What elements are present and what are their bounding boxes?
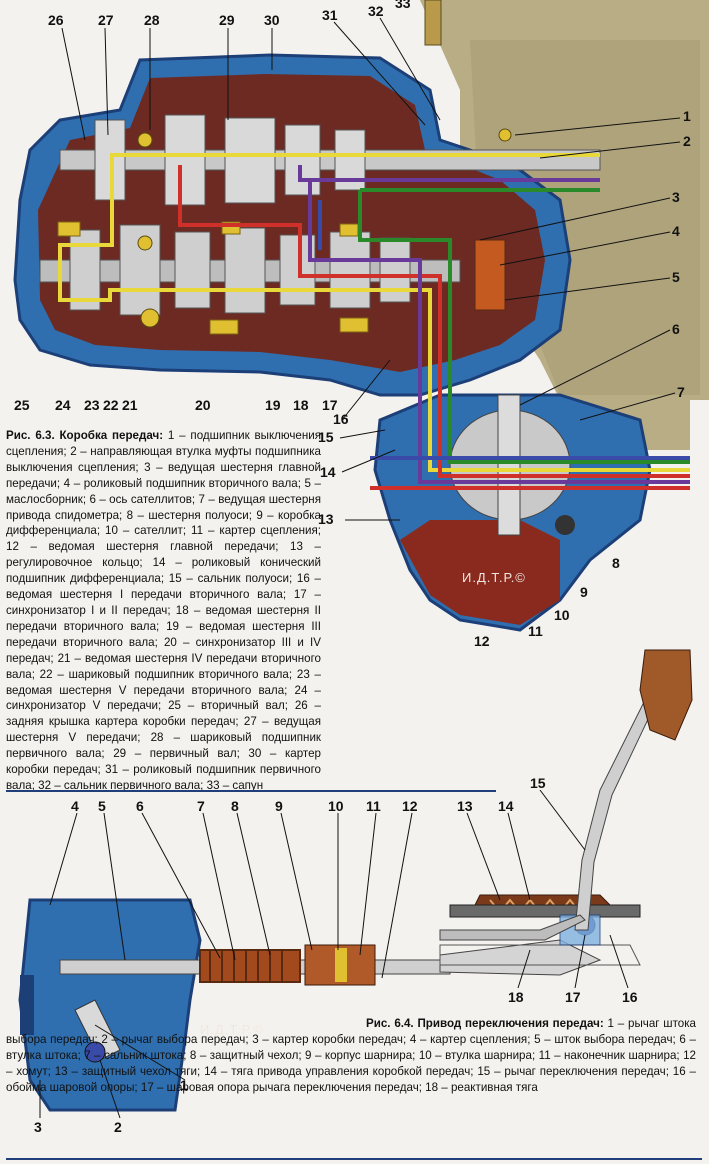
- callout-10: 10: [554, 607, 570, 623]
- fig1-caption-body: 1 – подшипник выключения сцепления; 2 – …: [6, 429, 321, 792]
- callout-f2-3: 3: [34, 1119, 42, 1135]
- callout-3: 3: [672, 189, 680, 205]
- clutch-housing-fig2: [20, 975, 34, 1035]
- callout-12: 12: [474, 633, 490, 649]
- speedometer-gear: [555, 515, 575, 535]
- lever-mount: [449, 904, 641, 918]
- callout-15: 15: [318, 429, 334, 445]
- callout-4: 4: [672, 223, 680, 239]
- callout-32: 32: [368, 3, 384, 19]
- callout-16: 16: [333, 411, 349, 427]
- callout-9: 9: [580, 584, 588, 600]
- callout-8: 8: [612, 555, 620, 571]
- callout-33: 33: [395, 0, 411, 11]
- callout-f2-10: 10: [328, 798, 344, 814]
- gearbox-housing-fig2: [18, 898, 202, 1112]
- callout-f2-8: 8: [231, 798, 239, 814]
- reaction-rod: [439, 914, 586, 941]
- fig2-caption-title: Рис. 6.4. Привод переключения передач:: [366, 1017, 604, 1030]
- callout-7: 7: [677, 384, 685, 400]
- callout-26: 26: [48, 12, 64, 28]
- gear-stack-lower: [69, 224, 411, 316]
- shift-knob: [639, 649, 693, 741]
- callout-19: 19: [265, 397, 281, 413]
- gear-stack-upper: [94, 114, 366, 206]
- callout-13: 13: [318, 511, 334, 527]
- fig1-caption-title: Рис. 6.3. Коробка передач:: [6, 429, 164, 442]
- callout-f2-7: 7: [197, 798, 205, 814]
- callout-17: 17: [322, 397, 338, 413]
- fig2-caption-body: 1 – рычаг штока выбора передач; 2 – рыча…: [6, 1017, 696, 1094]
- callout-6: 6: [672, 321, 680, 337]
- callout-f2-11: 11: [366, 798, 381, 814]
- callout-f2-5: 5: [98, 798, 106, 814]
- protective-boot: [199, 949, 301, 983]
- callout-2: 2: [683, 133, 691, 149]
- callouts-fig1: 26 27 28 29 30 31 32 33 1 2 3 4 5 6 7 8 …: [14, 0, 691, 649]
- callout-leaders-fig2: [39, 789, 629, 1119]
- power-flow-lines: [58, 153, 690, 490]
- callouts-fig2: 4 5 6 7 8 9 10 11 12 13 14 15 16 17 18 1…: [34, 775, 638, 1135]
- callout-f2-4: 4: [71, 798, 79, 814]
- callout-f2-14: 14: [498, 798, 514, 814]
- fig1-caption: Рис. 6.3. Коробка передач: 1 – подшипник…: [6, 428, 321, 794]
- callout-leaders-fig1: [61, 17, 681, 521]
- callout-f2-9: 9: [275, 798, 283, 814]
- callout-f2-13: 13: [457, 798, 473, 814]
- lever-pivot: [84, 1041, 106, 1063]
- watermark-fig1: И.Д.Т.Р.©: [462, 570, 526, 585]
- divider-fig1: [6, 790, 496, 792]
- callout-25: 25: [14, 397, 30, 413]
- divider-bottom: [6, 1158, 702, 1160]
- callout-28: 28: [144, 12, 160, 28]
- callout-30: 30: [264, 12, 280, 28]
- callout-18: 18: [293, 397, 309, 413]
- callout-24: 24: [55, 397, 71, 413]
- callout-f2-6: 6: [136, 798, 144, 814]
- satellite-axle: [497, 394, 521, 536]
- callout-27: 27: [98, 12, 114, 28]
- joint-bushing: [335, 948, 347, 982]
- callout-f2-18: 18: [508, 989, 524, 1005]
- synchronizers: [57, 221, 369, 335]
- callout-f2-12: 12: [402, 798, 418, 814]
- callout-5: 5: [672, 269, 680, 285]
- control-rod: [439, 939, 602, 976]
- fig2-caption: Рис. 6.4. Привод переключения передач: 1…: [6, 1016, 696, 1096]
- gear-shift-lever: [574, 689, 661, 931]
- clutch-housing-section: [400, 520, 560, 625]
- callout-f2-2: 2: [114, 1119, 122, 1135]
- callout-31: 31: [322, 7, 338, 23]
- callout-23: 23: [84, 397, 100, 413]
- callout-29: 29: [219, 12, 235, 28]
- callout-20: 20: [195, 397, 211, 413]
- oil-collector: [474, 239, 506, 311]
- callout-f2-16: 16: [622, 989, 638, 1005]
- bearings: [137, 128, 512, 328]
- callout-14: 14: [320, 464, 336, 480]
- callout-f2-1: 1: [180, 1077, 188, 1093]
- callout-21: 21: [122, 397, 138, 413]
- callout-1: 1: [683, 108, 691, 124]
- callout-f2-17: 17: [565, 989, 581, 1005]
- callout-f2-15: 15: [530, 775, 546, 791]
- callout-22: 22: [103, 397, 119, 413]
- callout-11: 11: [528, 623, 543, 639]
- watermark-fig2: И.Д.Т.Р.©: [200, 1022, 264, 1037]
- breather: [424, 0, 442, 46]
